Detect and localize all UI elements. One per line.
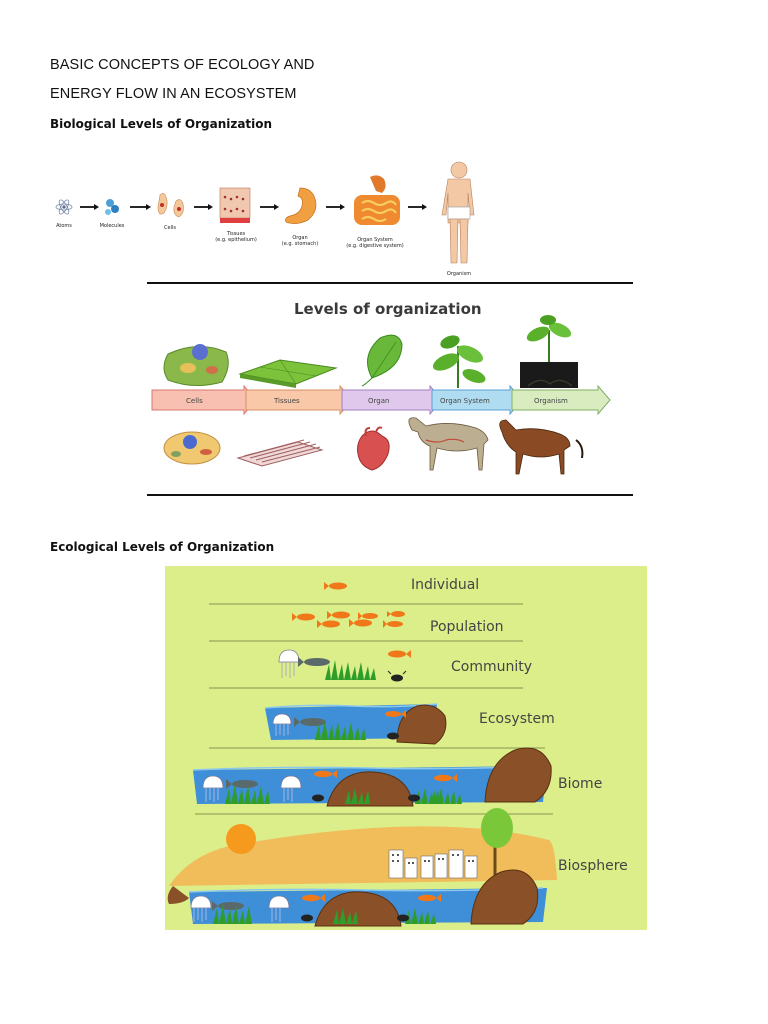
- atom-illustration: [55, 199, 73, 215]
- heart-illustration: [357, 426, 390, 471]
- tissue-illustration: [219, 187, 251, 223]
- arrow-organ: Organ: [341, 384, 443, 416]
- organ-label: Organ (e.g. stomach): [272, 235, 328, 247]
- arrow-3: [194, 204, 213, 210]
- arrow-5: [326, 204, 345, 210]
- cells-label: Cells: [164, 225, 176, 231]
- sun-illustration: [226, 824, 256, 854]
- biological-levels-diagram: [55, 161, 475, 264]
- digestive-system-illustration: [354, 175, 400, 225]
- whole-plant-illustration: [520, 315, 578, 388]
- organ-label-example: (e.g. stomach): [281, 241, 319, 247]
- individual-fish: [324, 582, 347, 590]
- biosphere-scene: [167, 808, 557, 927]
- human-illustration: [441, 161, 475, 264]
- organism-label: Organism: [446, 271, 472, 277]
- figure-rule-top: [147, 282, 633, 284]
- ecological-levels-diagram: [165, 566, 647, 930]
- biological-levels-heading: Biological Levels of Organization: [50, 117, 273, 131]
- tissues-label-name: Tissues: [226, 231, 246, 237]
- document-title-line-1: BASIC CONCEPTS OF ECOLOGY AND: [50, 57, 315, 73]
- tree-illustration: [481, 808, 513, 878]
- tissues-label: Tissues (e.g. epithelium): [208, 231, 264, 243]
- level-ecosystem: Ecosystem: [479, 711, 555, 727]
- arrow-organ-system-label: Organ System: [440, 397, 490, 405]
- organ-system-label: Organ System (e.g. digestive system): [338, 237, 412, 249]
- population-fish: [292, 611, 405, 628]
- arrow-1: [80, 204, 99, 210]
- arrow-tissues-label: Tissues: [273, 397, 300, 405]
- arrow-cells: Cells: [151, 384, 257, 416]
- plant-tissue-illustration: [238, 359, 338, 388]
- molecules-label: Molecules: [99, 223, 125, 229]
- arrow-cells-label: Cells: [186, 397, 203, 405]
- document-title-line-2: ENERGY FLOW IN AN ECOSYSTEM: [50, 86, 297, 102]
- arrow-organ-label: Organ: [368, 397, 389, 405]
- organ-system-label-example: (e.g. digestive system): [346, 243, 404, 249]
- leaf-illustration: [361, 334, 403, 387]
- muscle-tissue-illustration: [236, 439, 324, 467]
- level-population: Population: [430, 619, 504, 635]
- level-biosphere: Biosphere: [558, 858, 628, 874]
- arrow-tissues: Tissues: [245, 384, 353, 416]
- ecological-levels-figure: Individual Population Community Ecosyste…: [165, 566, 647, 930]
- building-windows: [392, 854, 474, 864]
- molecule-illustration: [105, 199, 119, 215]
- community-organisms: [278, 649, 411, 682]
- arrow-organism-label: Organism: [534, 397, 568, 405]
- level-biome: Biome: [558, 776, 603, 792]
- atoms-label: Atoms: [56, 223, 72, 229]
- ecosystem-scene: [264, 703, 447, 745]
- levels-of-organization-title: Levels of organization: [294, 300, 482, 318]
- biome-scene: [192, 747, 552, 807]
- figure-rule-bottom: [147, 494, 633, 496]
- level-individual: Individual: [411, 577, 480, 593]
- plant-cell-illustration: [163, 344, 229, 386]
- horse-illustration: [499, 419, 584, 475]
- levels-of-organization-figure: Levels of organization: [150, 290, 630, 490]
- stomach-illustration: [285, 187, 317, 224]
- arrow-4: [260, 204, 279, 210]
- arrow-organism: Organism: [511, 384, 611, 416]
- leafy-stem-illustration: [432, 335, 486, 388]
- levels-of-organization-diagram: Cells Tissues Organ Organ System Organis…: [151, 315, 611, 475]
- arrow-6: [408, 204, 427, 210]
- ecological-levels-heading: Ecological Levels of Organization: [50, 540, 275, 554]
- arrow-2: [130, 204, 151, 210]
- organ-system-label-name: Organ System: [357, 237, 393, 243]
- arrow-organ-system: Organ System: [431, 384, 523, 416]
- level-community: Community: [451, 659, 533, 675]
- cells-illustration: [157, 193, 184, 218]
- organ-label-name: Organ: [292, 235, 308, 241]
- animal-cell-illustration: [163, 431, 221, 465]
- biological-levels-figure: Atoms Molecules Cells Tissues (e.g. epit…: [48, 155, 498, 280]
- horse-anatomy-illustration: [408, 417, 489, 471]
- tissues-label-example: (e.g. epithelium): [215, 237, 257, 243]
